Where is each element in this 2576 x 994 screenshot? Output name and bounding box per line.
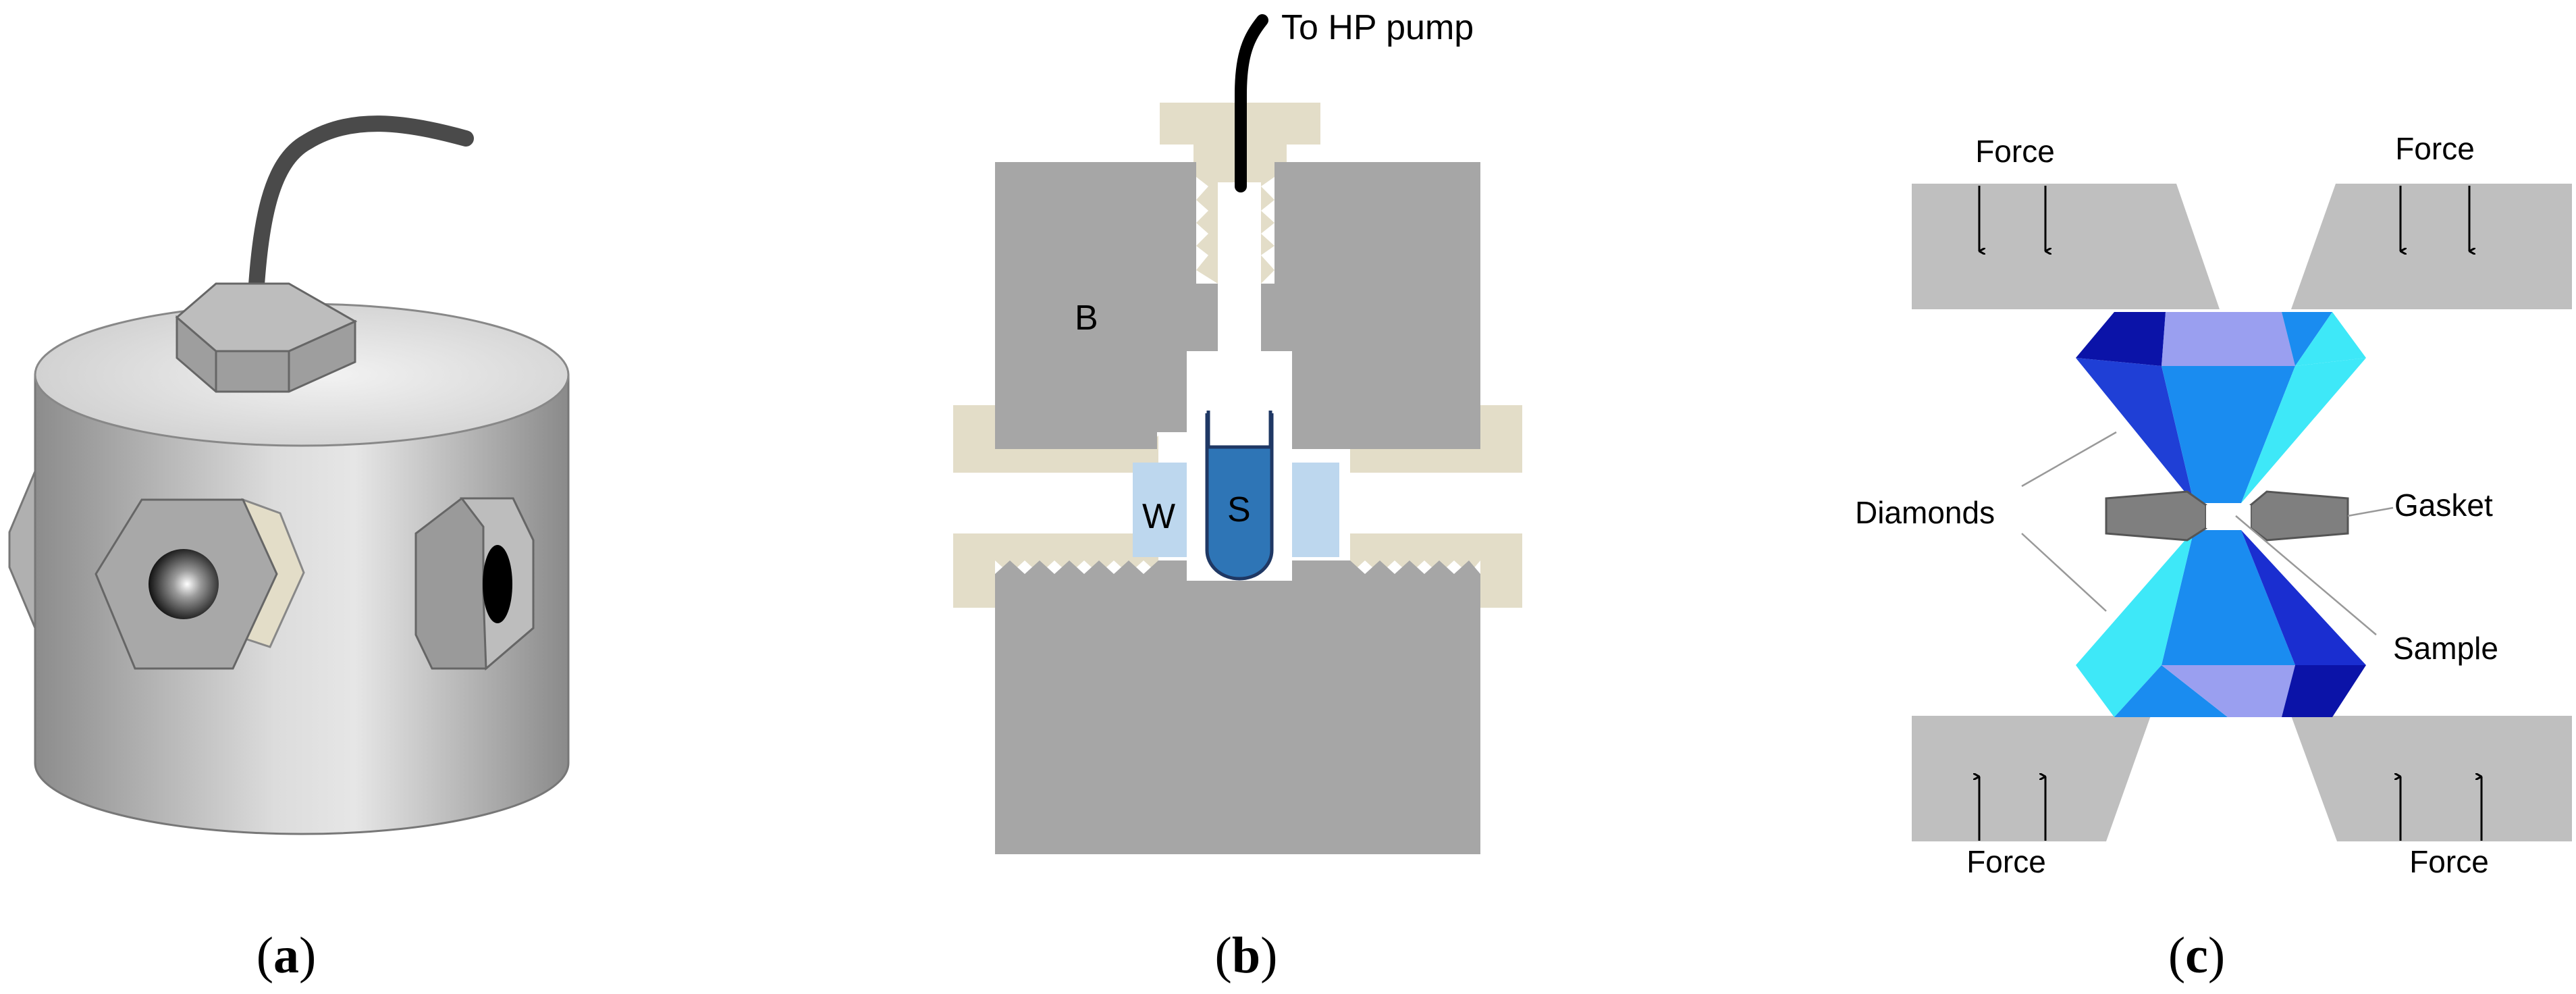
panel-a (8, 115, 570, 835)
force-label-top-left: Force (1975, 134, 2055, 169)
lower-thread-left (953, 533, 1158, 608)
upper-diamond (2076, 312, 2366, 503)
upper-anvil (1912, 184, 2572, 309)
gasket (2105, 490, 2349, 542)
pump-label: To HP pump (1281, 8, 1474, 47)
sample-label-c: Sample (2393, 631, 2498, 666)
force-label-bottom-left: Force (1966, 844, 2046, 879)
caption-c: (c) (2168, 927, 2225, 984)
lower-anvil (1912, 716, 2572, 841)
bottom-block (995, 560, 1480, 854)
pump-tube-icon (1235, 14, 1268, 192)
panel-c (1912, 184, 2572, 841)
top-block (995, 162, 1480, 432)
top-hex-nut-icon (175, 282, 358, 393)
diamonds-label: Diamonds (1855, 495, 1995, 530)
window-right (1292, 463, 1339, 557)
window-left (1133, 463, 1187, 557)
right-window-nut-icon (414, 497, 535, 671)
leader-lines (2021, 431, 2394, 635)
caption-a: (a) (257, 927, 317, 984)
caption-b: (b) (1215, 927, 1278, 984)
block-label: B (1075, 298, 1098, 338)
lower-diamond (2076, 530, 2366, 717)
sample-tube-icon (1205, 411, 1274, 581)
gasket-label: Gasket (2394, 488, 2493, 523)
upper-thread-left (953, 405, 1158, 473)
force-label-top-right: Force (2395, 131, 2475, 166)
force-label-bottom-right: Force (2409, 844, 2489, 879)
force-arrows (1979, 186, 2483, 841)
cable-icon (247, 115, 474, 313)
window-label: W (1142, 497, 1175, 536)
front-window-nut-icon (95, 498, 305, 670)
panel-b (953, 14, 1522, 854)
window-ball-icon (149, 549, 219, 619)
sample-label-b: S (1227, 490, 1251, 529)
left-window-nut-icon (8, 471, 36, 629)
